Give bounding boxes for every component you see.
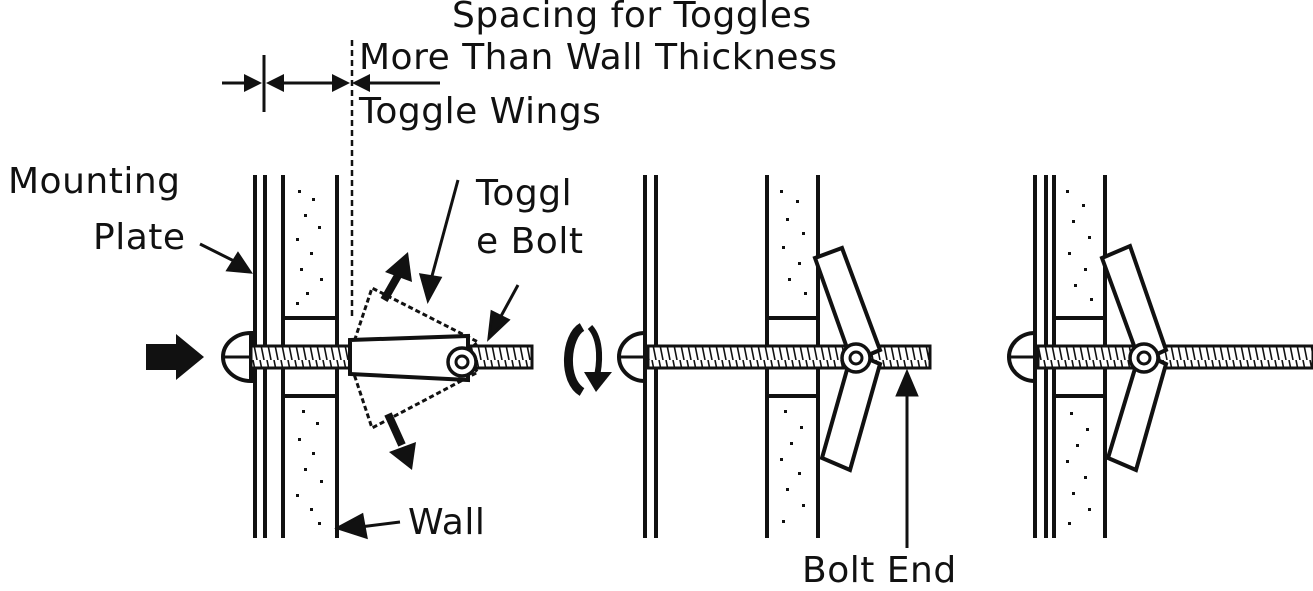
leader-lines <box>199 179 520 540</box>
rotate-arrow-icon <box>564 323 612 396</box>
plate-label: Plate <box>93 217 186 258</box>
expand-arrow-up-icon <box>380 252 412 302</box>
toggle-bolt-label-line1: Toggl <box>476 173 573 214</box>
expand-arrow-down-icon <box>384 412 416 470</box>
panel-3-tightened <box>1007 175 1313 538</box>
wall-texture <box>296 190 323 525</box>
toggle-wings-label: Toggle Wings <box>359 91 602 132</box>
spacing-label-line2: More Than Wall Thickness <box>359 37 838 78</box>
bolt-end-label: Bolt End <box>802 550 957 591</box>
wall-label: Wall <box>408 502 486 543</box>
spacing-dimension <box>222 40 440 320</box>
push-arrow-icon <box>146 334 204 380</box>
toggle-bolt-label-line2: e Bolt <box>476 221 584 262</box>
panel-1-insert <box>146 175 534 540</box>
spacing-label-line1: Spacing for Toggles <box>452 0 812 36</box>
panel-2-open <box>617 175 932 548</box>
mounting-label: Mounting <box>8 161 181 202</box>
